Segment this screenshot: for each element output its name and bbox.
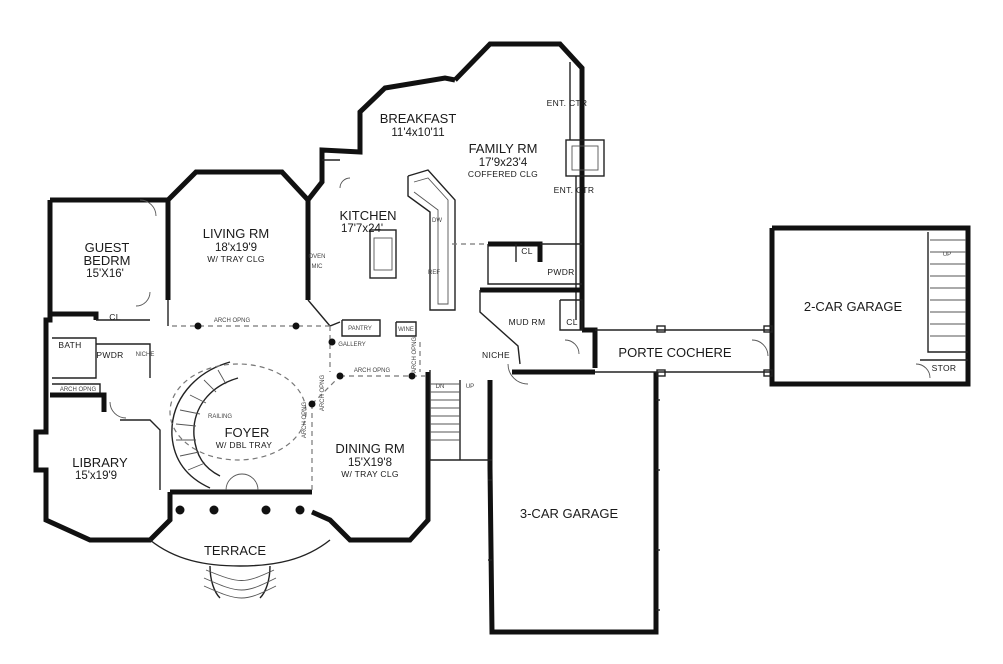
guest-label: GUEST — [85, 240, 130, 255]
arch-f-label: ARCH OPNG — [412, 337, 418, 374]
room-labels: BREAKFAST 11'4x10'11 FAMILY RM 17'9x23'4… — [58, 98, 956, 558]
oven-label: OVEN — [308, 254, 325, 260]
garage-marks — [488, 325, 773, 611]
porte-cochere-label: PORTE COCHERE — [618, 345, 731, 360]
living-size: 18'x19'9 — [215, 242, 257, 254]
cl-right-label: CL — [521, 246, 532, 256]
library-size: 15'x19'9 — [75, 470, 117, 482]
exterior-walls — [33, 41, 971, 635]
family-note: COFFERED CLG — [468, 169, 538, 179]
ent-ctr-top: ENT. CTR — [547, 98, 588, 108]
arch-b-label: ARCH OPNG — [354, 368, 391, 374]
terrace-label: TERRACE — [204, 543, 266, 558]
arch-e-label: ARCH OPNG — [302, 402, 308, 439]
up-label: UP — [943, 252, 951, 258]
gallery-label: GALLERY — [338, 342, 366, 348]
cl-mud-label: CL — [566, 317, 577, 327]
foyer-label: FOYER — [225, 425, 270, 440]
cl-left-label: CL — [109, 312, 120, 322]
ceiling-lines — [172, 243, 488, 492]
wine-label: WINE — [398, 327, 414, 333]
arch-d-label: ARCH OPNG — [320, 375, 326, 412]
railing-label: RAILING — [208, 414, 232, 420]
dining-note: W/ TRAY CLG — [341, 469, 399, 479]
terrace-steps — [149, 539, 331, 599]
ent-ctr-bottom: ENT. CTR — [554, 185, 595, 195]
breakfast-size: 11'4x10'11 — [391, 127, 444, 139]
garage3-label: 3-CAR GARAGE — [520, 506, 619, 521]
dn-label: DN — [436, 384, 445, 390]
family-size: 17'9x23'4 — [479, 157, 528, 169]
garage2-label: 2-CAR GARAGE — [804, 299, 903, 314]
small-labels: OVEN MIC DW REF PANTRY WINE GALLERY ARCH… — [60, 218, 474, 438]
pantry-label: PANTRY — [348, 326, 372, 332]
stor-label: STOR — [932, 363, 957, 373]
pwdr-right-label: PWDR — [547, 267, 574, 277]
library-label: LIBRARY — [72, 455, 128, 470]
arch-c-label: ARCH OPNG — [60, 387, 97, 393]
pwdr-left-label: PWDR — [96, 350, 123, 360]
kitchen-label: KITCHEN — [339, 208, 396, 223]
ref-label: REF — [428, 270, 440, 276]
dining-label: DINING RM — [335, 441, 404, 456]
guest-size: 15'X16' — [86, 268, 124, 280]
living-label: LIVING RM — [203, 226, 269, 241]
interior-walls — [50, 62, 968, 490]
guest-label-2: BEDRM — [84, 253, 131, 268]
kitchen-size: 17'7x24' — [341, 223, 383, 235]
stair-treads — [430, 239, 966, 441]
nook-label: NICHE — [136, 352, 155, 358]
dw-label: DW — [432, 218, 442, 224]
bath-label: BATH — [58, 340, 81, 350]
columns — [175, 322, 416, 515]
family-label: FAMILY RM — [469, 141, 538, 156]
micro-label: MIC — [312, 264, 324, 270]
dining-size: 15'X19'8 — [348, 457, 392, 469]
mud-label: MUD RM — [509, 317, 546, 327]
foyer-note: W/ DBL TRAY — [216, 440, 273, 450]
breakfast-label: BREAKFAST — [380, 111, 457, 126]
up-stair-label: UP — [466, 384, 474, 390]
doors — [109, 177, 931, 491]
niche-label: NICHE — [482, 350, 510, 360]
spiral-stair — [169, 361, 307, 489]
arch-a-label: ARCH OPNG — [214, 318, 251, 324]
living-note: W/ TRAY CLG — [207, 254, 265, 264]
